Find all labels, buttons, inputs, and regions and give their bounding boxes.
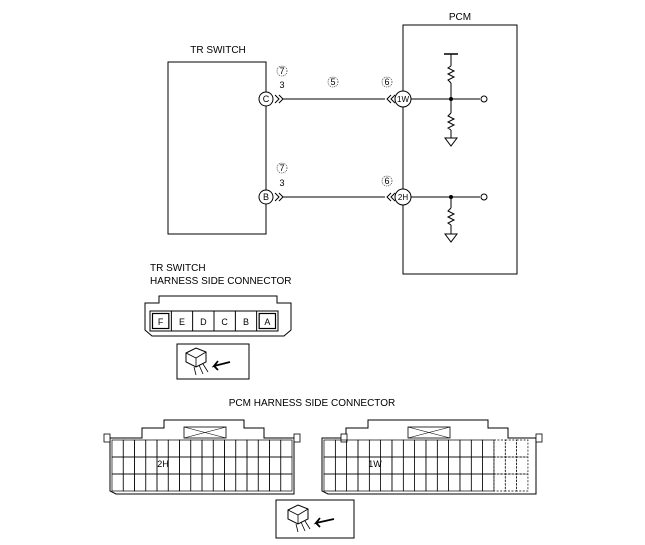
tr-pin-label: B <box>243 317 249 327</box>
pcm-connector-right: 1W <box>321 419 543 495</box>
output-terminal-icon <box>480 193 488 201</box>
code-circle <box>381 175 393 187</box>
tr-connector-housing <box>144 295 292 337</box>
pcm-box <box>402 24 518 275</box>
tr-terminal-c <box>258 91 274 107</box>
code-circle <box>381 76 393 88</box>
connector-arrow-icon <box>386 94 396 104</box>
connector-arrow-icon <box>274 192 284 202</box>
tr-upper-code-1: 7 <box>279 66 284 76</box>
tr-switch-box <box>167 61 267 235</box>
connector-plug-icon <box>287 504 335 533</box>
tr-terminal-b-label: B <box>263 192 269 202</box>
pcm-connector-left: 2H <box>103 419 301 495</box>
tr-pin-label: F <box>158 317 164 327</box>
resistor-icon <box>446 207 456 226</box>
tr-terminal-c-label: C <box>263 94 270 104</box>
tr-harness-connector: TR SWITCH HARNESS SIDE CONNECTOR F E D C B A <box>144 263 292 380</box>
tr-connector-title-2: HARNESS SIDE CONNECTOR <box>150 276 292 287</box>
pcm-left-pin-label: 2H <box>157 459 169 469</box>
pcm-terminal-2h-label: 2H <box>398 193 408 202</box>
ground-icon <box>444 137 458 147</box>
output-terminal-icon <box>480 95 488 103</box>
tr-lower-code-2: 3 <box>279 178 284 188</box>
pcm-harness-connector: PCM HARNESS SIDE CONNECTOR 2H 1W <box>103 398 543 539</box>
tr-pin-highlight <box>151 312 170 330</box>
wire-mid-code: 5 <box>330 77 335 87</box>
tr-pin-label: A <box>264 317 270 327</box>
resistor-icon <box>446 112 456 131</box>
pcm-lower-circuit <box>411 193 488 243</box>
pcm-right-pin-label: 1W <box>368 459 382 469</box>
wire-upper-pcm-code: 6 <box>384 77 389 87</box>
pcm-terminal-1w-label: 1W <box>397 95 409 104</box>
tr-pin-cell <box>256 310 279 332</box>
pin-cell <box>280 473 293 492</box>
tr-pin-label: C <box>221 317 228 327</box>
pcm-upper-circuit <box>411 53 488 147</box>
wire-lower-pcm-code: 6 <box>384 176 389 186</box>
pcm-block: PCM 1W 2H <box>394 12 518 275</box>
wires: 5 6 6 <box>283 76 396 202</box>
connector-plug-icon <box>185 347 231 376</box>
tr-upper-code-2: 3 <box>279 80 284 90</box>
ground-icon <box>444 233 458 243</box>
tr-terminal-b <box>258 189 274 205</box>
pcm-connector-title: PCM HARNESS SIDE CONNECTOR <box>229 398 396 409</box>
code-circle <box>276 65 288 77</box>
tr-pin-label: D <box>200 317 207 327</box>
pcm-title: PCM <box>449 12 471 23</box>
tr-lower-code-1: 7 <box>279 163 284 173</box>
code-circle <box>327 76 339 88</box>
tr-connector-title-1: TR SWITCH <box>150 263 206 274</box>
connector-arrow-icon <box>274 94 284 104</box>
tr-switch-title: TR SWITCH <box>190 45 246 56</box>
code-circle <box>276 162 288 174</box>
connector-arrow-icon <box>386 192 396 202</box>
tr-switch-block: TR SWITCH 7 3 7 3 C B <box>167 45 288 235</box>
pin-cell <box>482 473 495 492</box>
tr-pin-label: E <box>179 317 185 327</box>
tr-pin-highlight <box>258 312 277 330</box>
resistor-icon <box>446 65 456 84</box>
